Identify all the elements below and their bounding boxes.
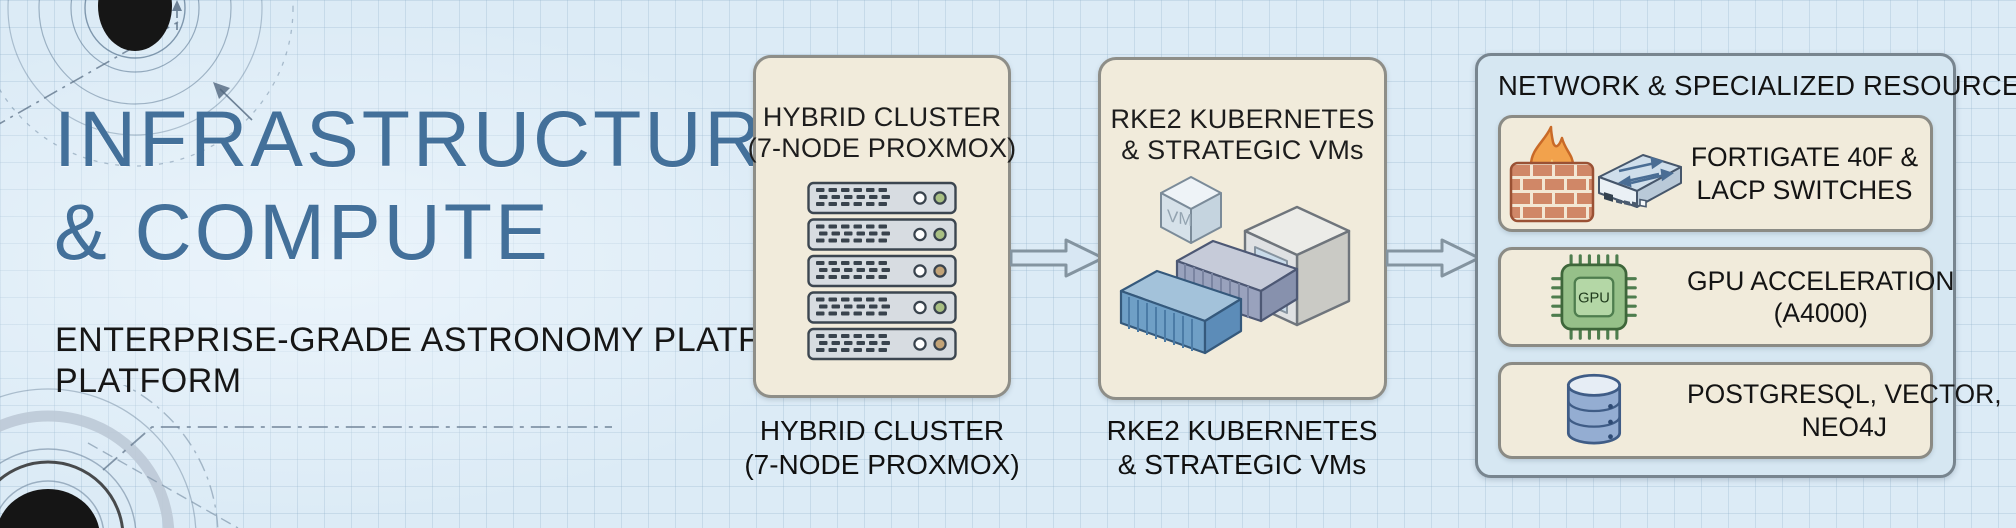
gpu-label-line-1: GPU ACCELERATION [1687,265,1955,296]
resource-row-gpu-label: GPU ACCELERATION (A4000) [1687,265,1963,330]
database-icon [1566,373,1622,444]
firewall-label-line-1: FORTIGATE 40F & [1690,142,1919,173]
gpu-chip-icon: GPU [1551,254,1637,340]
resources-panel-title: NETWORK & SPECIALIZED RESOURCES [1498,70,2016,101]
gpu-chip-label: GPU [1578,291,1610,307]
page-title-line-2: & COMPUTE [54,187,551,277]
page-subtitle: ENTERPRISE-GRADE ASTRONOMY PLATFORM PLAT… [55,320,841,402]
resource-row-database: POSTGRESQL, VECTOR, NEO4J [1498,362,2002,459]
resource-row-gpu: GPU GPU ACCELERATION (A4000) [1498,247,1955,347]
server-rack-icon [807,181,957,360]
small-vm-cube [1159,175,1222,244]
server-unit [807,217,957,251]
server-unit [807,290,957,324]
network-switch-icon [1598,153,1682,208]
firewall-label-line-2: LACP SWITCHES [1696,174,1913,205]
server-unit [807,254,957,287]
page-subtitle-line-2: PLATFORM [55,361,242,400]
server-unit [807,327,957,360]
kubernetes-vms-caption: RKE2 KUBERNETES & STRATEGIC VMs [1073,414,1411,482]
gpu-label-line-2: (A4000) [1773,298,1868,328]
blue-container [1119,269,1242,354]
resource-row-firewall: FORTIGATE 40F & LACP SWITCHES [1498,115,1933,232]
database-label-line-2: NEO4J [1801,411,1888,442]
page-title: INFRASTRUCTURE & COMPUTE [54,92,821,278]
hybrid-cluster-caption: HYBRID CLUSTER (7-NODE PROXMOX) [713,414,1051,482]
page-subtitle-line-1: ENTERPRISE-GRADE ASTRONOMY PLATFORM [55,321,841,359]
firewall-and-switch-icon [1509,125,1682,222]
kubernetes-title-line-1: RKE2 KUBERNETES [1110,104,1375,134]
brick-wall-icon [1509,161,1595,222]
hybrid-cluster-title-line-2: (7-NODE PROXMOX) [747,133,1017,164]
hybrid-cluster-box-title: HYBRID CLUSTER (7-NODE PROXMOX) [748,102,1017,165]
kubernetes-caption-line-2: & STRATEGIC VMs [1117,449,1367,481]
blueprint-lens-decoration-bottom [0,385,612,528]
page-title-line-1: INFRASTRUCTURE [54,94,821,183]
flow-arrow-cluster-to-kubernetes [1010,238,1105,278]
hybrid-cluster-caption-line-1: HYBRID CLUSTER [759,415,1005,446]
resource-row-firewall-label: FORTIGATE 40F & LACP SWITCHES [1687,141,1930,206]
database-label-line-1: POSTGRESQL, VECTOR, [1687,379,2002,410]
flow-arrow-kubernetes-to-resources [1386,238,1481,278]
vm-cubes-containers-icon: VM VM [1119,175,1350,354]
server-unit [807,181,957,214]
resource-row-database-label: POSTGRESQL, VECTOR, NEO4J [1687,378,2010,443]
resources-panel: NETWORK & SPECIALIZED RESOURCES [1475,53,2016,478]
hybrid-cluster-title-line-1: HYBRID CLUSTER [762,102,1002,132]
kubernetes-caption-line-1: RKE2 KUBERNETES [1106,415,1378,446]
kubernetes-vms-box-title: RKE2 KUBERNETES & STRATEGIC VMs [1110,104,1374,167]
kubernetes-title-line-2: & STRATEGIC VMs [1121,135,1364,166]
kubernetes-vms-box: RKE2 KUBERNETES & STRATEGIC VMs VM VM [1098,57,1387,400]
hybrid-cluster-caption-line-2: (7-NODE PROXMOX) [744,449,1020,481]
hybrid-cluster-box: HYBRID CLUSTER (7-NODE PROXMOX) [748,55,1016,398]
